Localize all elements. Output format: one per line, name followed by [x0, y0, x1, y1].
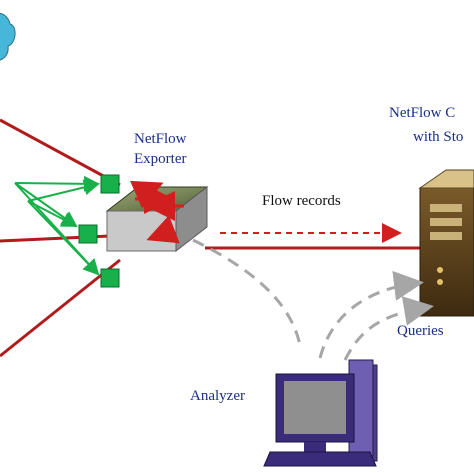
- computer-icon: [263, 359, 378, 467]
- queries-label: Queries: [397, 323, 444, 339]
- network-links: [0, 118, 425, 358]
- query-arrows: [192, 238, 434, 361]
- analyzer-label: Analyzer: [190, 388, 245, 404]
- exporter-label-line2: Exporter: [134, 151, 187, 167]
- collector-label-line1: NetFlow C: [389, 105, 456, 121]
- cloud-icon: [0, 13, 16, 61]
- server-icon: [418, 169, 474, 317]
- switch-icon: [105, 180, 209, 253]
- sensor-node-icon: [100, 268, 120, 288]
- sensor-node-icon: [100, 174, 120, 194]
- sampling-arrows: [14, 175, 100, 276]
- sensor-node-icon: [78, 224, 98, 244]
- exporter-label-line1: NetFlow: [134, 131, 187, 147]
- collector-label-line2: with Sto: [413, 129, 464, 145]
- flow-records-label: Flow records: [262, 193, 341, 209]
